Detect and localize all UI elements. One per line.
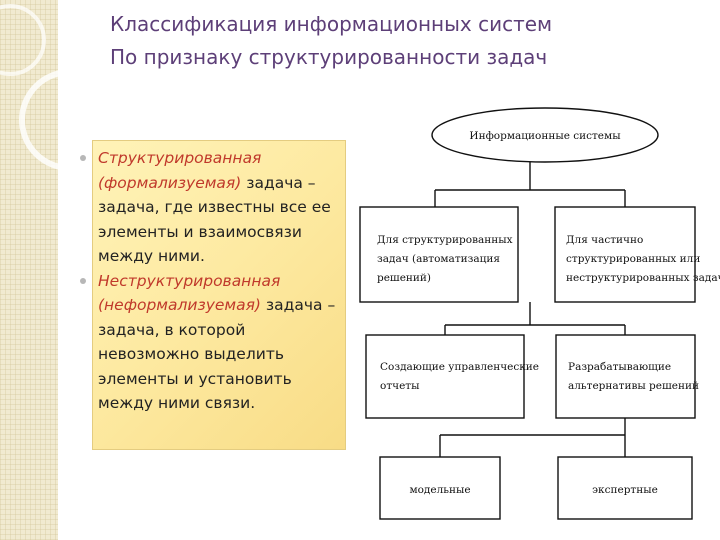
node-label: неструктурированных задач [566, 272, 720, 284]
node-label: Разрабатывающие [568, 361, 671, 373]
node-label: структурированных или [566, 253, 700, 265]
node-label: Для структурированных [377, 234, 513, 246]
node-label: задач (автоматизация [377, 253, 500, 265]
node-label: отчеты [380, 380, 419, 392]
node-label: решений) [377, 272, 431, 284]
node-label: экспертные [592, 484, 658, 496]
node-label: альтернативы решений [568, 380, 699, 392]
node-label: Для частично [566, 234, 643, 246]
node-label: Создающие управленческие [380, 361, 539, 373]
node-decision-alternatives [556, 335, 695, 418]
root-node-label: Информационные системы [469, 130, 620, 142]
node-reporting [366, 335, 524, 418]
node-label: модельные [409, 484, 470, 496]
